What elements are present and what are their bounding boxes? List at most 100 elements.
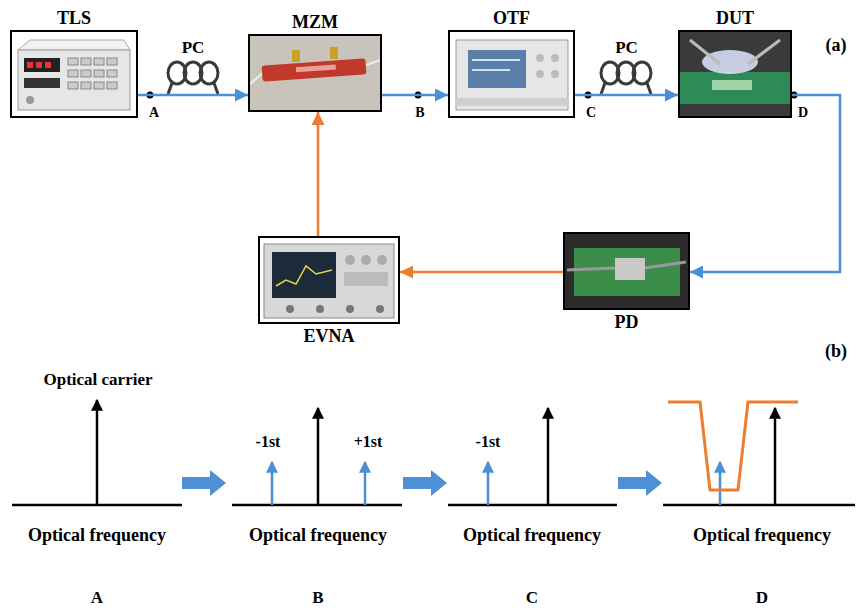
device-picture xyxy=(680,32,790,116)
edge-label: PC xyxy=(182,39,205,58)
laser-source-picture xyxy=(45,62,51,68)
panel-label: (a) xyxy=(826,36,847,56)
photodetector-picture xyxy=(574,248,680,296)
photodetector-picture xyxy=(565,234,688,308)
filter-picture xyxy=(472,59,520,61)
laser-source-picture xyxy=(81,70,91,77)
optical-carrier-arrow xyxy=(774,408,777,505)
laser-source-picture xyxy=(107,70,117,77)
laser-source-picture xyxy=(18,40,130,50)
polarization-coil xyxy=(601,62,651,94)
analyzer-picture xyxy=(316,305,324,313)
signal-path xyxy=(382,94,448,97)
optical-carrier-arrow xyxy=(317,408,320,505)
step-arrow xyxy=(182,470,226,496)
polarization-coil xyxy=(214,83,218,94)
modulator-picture xyxy=(250,36,380,110)
step-arrow xyxy=(403,470,447,496)
analyzer-box: EVNA xyxy=(258,236,400,324)
signal-path xyxy=(317,112,320,236)
modulator-picture xyxy=(364,60,380,66)
photodetector-picture xyxy=(645,262,686,268)
frequency-axis xyxy=(663,504,855,507)
analyzer-picture xyxy=(361,255,371,265)
filter-response xyxy=(668,402,798,490)
panel-label: (b) xyxy=(825,342,847,362)
filter-picture xyxy=(472,69,510,71)
polarization-coil xyxy=(647,83,651,94)
step-arrow xyxy=(182,470,662,496)
frequency-axis xyxy=(12,504,855,507)
modulator-picture xyxy=(330,47,338,59)
instrument-label: TLS xyxy=(57,8,91,28)
laser-source-picture xyxy=(18,40,130,110)
instrument-label: PD xyxy=(615,312,639,332)
laser-source-picture xyxy=(94,70,104,77)
laser-source-picture xyxy=(94,58,104,65)
stage-label: C xyxy=(526,589,538,608)
polarization-coil xyxy=(168,83,172,94)
polarization-coil xyxy=(633,62,651,84)
laser-source-picture xyxy=(27,62,33,68)
axis-label: Optical frequency xyxy=(28,526,166,546)
sideband-arrow xyxy=(272,462,720,505)
optical-carrier-arrow xyxy=(96,400,99,505)
analyzer-picture xyxy=(344,272,388,286)
sideband-arrow xyxy=(719,462,722,505)
laser-source-picture xyxy=(68,82,78,89)
analyzer-picture xyxy=(345,255,355,265)
analyzer-picture xyxy=(377,255,387,265)
sideband-arrow xyxy=(364,462,367,505)
instrument-label: DUT xyxy=(716,8,754,28)
modulator-picture xyxy=(296,64,336,72)
instrument-label: OTF xyxy=(493,8,530,28)
frequency-axis xyxy=(448,504,617,507)
axis-label: Optical frequency xyxy=(249,526,387,546)
filter-picture xyxy=(551,54,559,62)
laser-source-picture xyxy=(107,58,117,65)
instrument-label: MZM xyxy=(292,12,338,32)
photodetector-picture xyxy=(567,268,615,270)
stage-label: B xyxy=(312,589,323,608)
filter-picture xyxy=(536,70,544,78)
laser-source-picture xyxy=(24,78,60,88)
optical-carrier-arrow xyxy=(547,408,550,505)
photodetector-box: PD xyxy=(563,232,690,310)
carrier-label: Optical carrier xyxy=(43,371,152,390)
sideband-arrow xyxy=(271,462,274,505)
sideband-label: -1st xyxy=(256,433,281,451)
point-label: D xyxy=(798,105,808,120)
point-label: B xyxy=(415,105,424,120)
polarization-coil xyxy=(168,62,218,94)
analyzer-picture xyxy=(264,244,394,318)
signal-path xyxy=(138,94,248,97)
device-picture xyxy=(748,40,780,64)
sideband-label: +1st xyxy=(354,433,383,451)
signal-path xyxy=(400,271,563,274)
filter-picture xyxy=(456,98,568,106)
sideband-label: -1st xyxy=(476,433,501,451)
laser-source-picture xyxy=(26,96,34,104)
laser-source-picture xyxy=(68,58,78,65)
analyzer-picture xyxy=(272,252,336,298)
filter-picture xyxy=(551,70,559,78)
point-label: A xyxy=(149,105,159,120)
filter-picture xyxy=(456,40,568,110)
device-picture xyxy=(690,40,720,64)
analyzer-picture xyxy=(346,305,354,313)
modulator-picture xyxy=(250,72,264,84)
modulator-picture xyxy=(262,58,367,81)
laser-source-picture xyxy=(107,82,117,89)
laser-source-picture xyxy=(81,82,91,89)
axis-label: Optical frequency xyxy=(463,526,601,546)
modulator-picture xyxy=(250,36,380,110)
laser-source-picture xyxy=(24,58,60,72)
laser-source-picture xyxy=(94,82,104,89)
modulator-picture xyxy=(292,50,300,62)
filter-box: OTF xyxy=(448,30,575,118)
sideband-arrow xyxy=(487,462,490,505)
analyzer-picture xyxy=(286,305,294,313)
step-arrow xyxy=(618,470,662,496)
